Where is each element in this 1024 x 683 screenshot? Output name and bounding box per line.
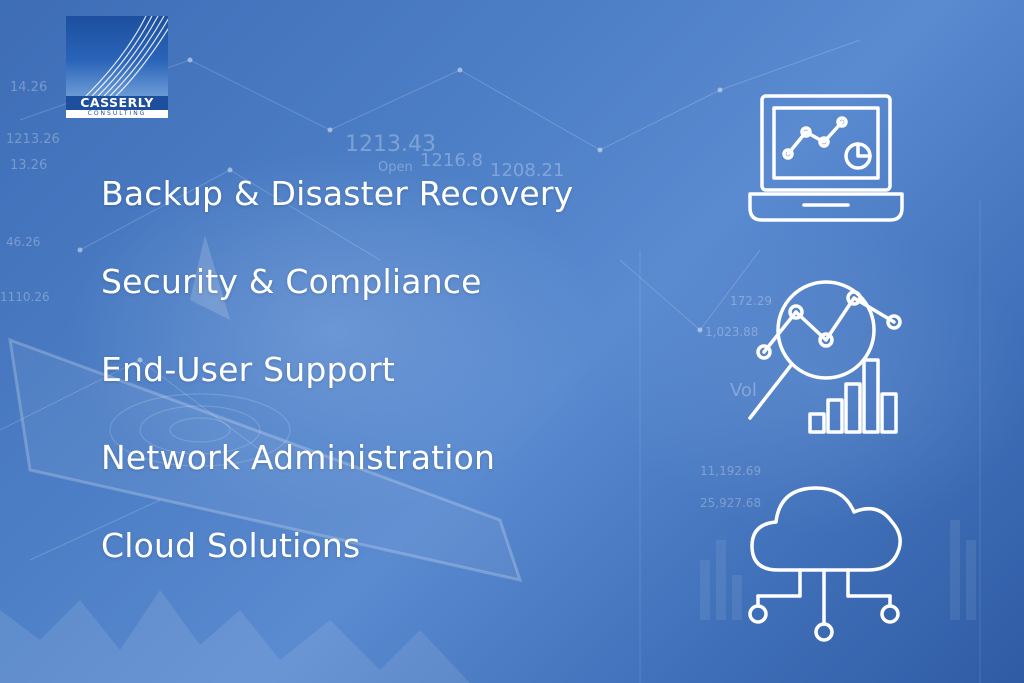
background-number: 13.26 bbox=[10, 158, 48, 173]
service-network-administration: Network Administration bbox=[101, 438, 496, 477]
background-number: 14.26 bbox=[10, 80, 48, 95]
logo-swoosh-icon bbox=[85, 16, 168, 97]
background-number: 1110.26 bbox=[0, 290, 50, 304]
service-backup-disaster-recovery: Backup & Disaster Recovery bbox=[101, 174, 574, 213]
magnifier-chart-icon bbox=[748, 280, 902, 434]
logo-name: CASSERLY bbox=[66, 96, 168, 110]
cloud-network-icon bbox=[748, 486, 902, 642]
background-number: 1213.26 bbox=[6, 132, 60, 147]
logo: CASSERLY CONSULTING bbox=[66, 16, 168, 118]
background-number: 172.29 bbox=[730, 294, 772, 308]
service-cloud-solutions: Cloud Solutions bbox=[101, 526, 361, 565]
background-number: 1213.43 bbox=[345, 132, 436, 157]
background-number: 1208.21 bbox=[490, 160, 565, 181]
background-number: 25,927.68 bbox=[700, 496, 762, 510]
background-number: Vol bbox=[730, 380, 757, 401]
logo-tagline: CONSULTING bbox=[87, 110, 147, 117]
background-number: 1216.8 bbox=[420, 150, 483, 171]
service-security-compliance: Security & Compliance bbox=[101, 262, 482, 301]
background-number: Open bbox=[378, 160, 413, 175]
background-number: 1,023.88 bbox=[705, 325, 759, 339]
background-number: 46.26 bbox=[6, 235, 41, 249]
laptop-analytics-icon bbox=[748, 94, 904, 222]
background-number: 11,192.69 bbox=[700, 464, 762, 478]
logo-swoosh-graphic bbox=[66, 16, 168, 97]
service-end-user-support: End-User Support bbox=[101, 350, 395, 389]
